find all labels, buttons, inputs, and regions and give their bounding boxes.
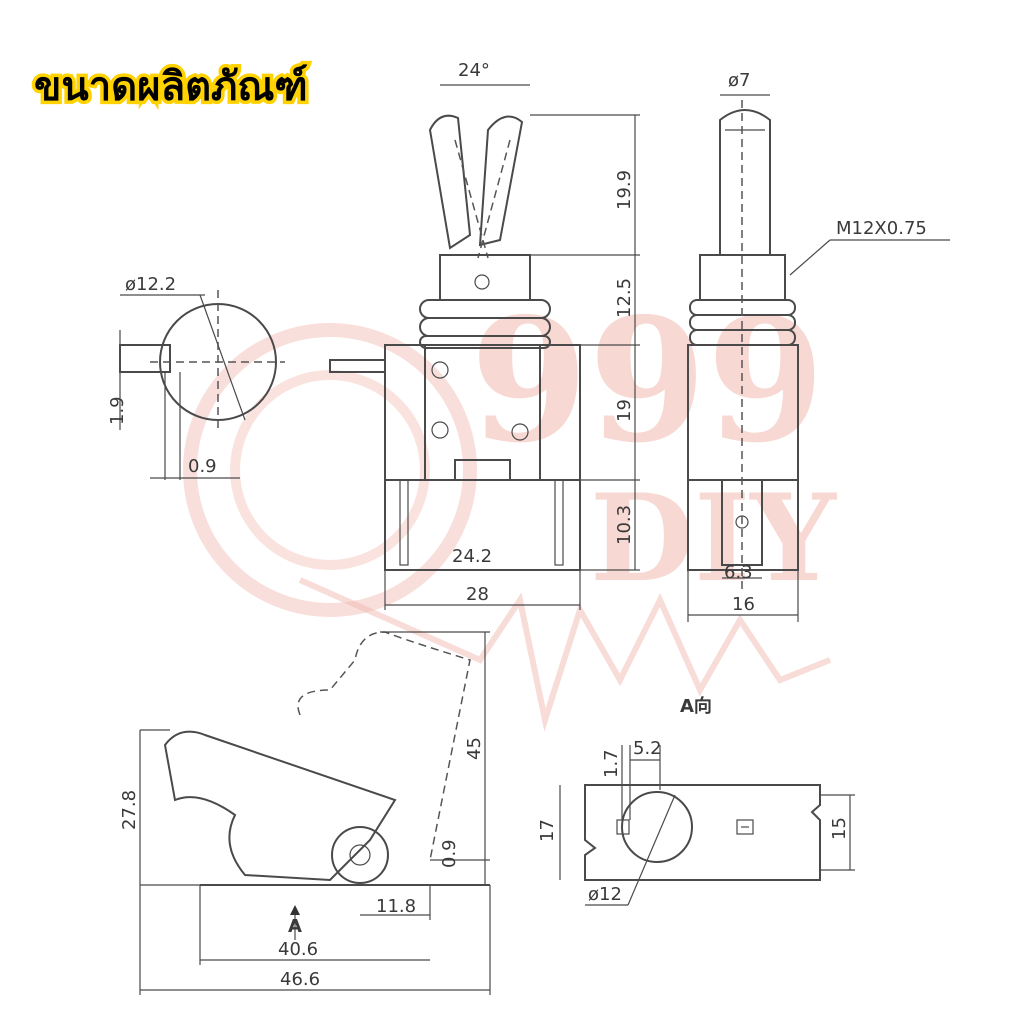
lever-right xyxy=(478,115,524,247)
dim-height-1-9: 1.9 xyxy=(107,396,128,425)
view-a: A向 1.7 5.2 17 15 ø12 xyxy=(537,695,855,906)
dim-width-28: 28 xyxy=(466,584,489,605)
dim-thread: M12X0.75 xyxy=(836,218,927,239)
dim-diameter-12-2: ø12.2 xyxy=(125,274,176,295)
dim-view-1-7: 1.7 xyxy=(601,749,622,778)
dim-terminal-height: 10.3 xyxy=(614,505,635,545)
dim-width-11-8: 11.8 xyxy=(376,896,416,917)
dim-diameter-7: ø7 xyxy=(728,70,750,91)
dim-lever-height: 19.9 xyxy=(614,170,635,210)
dim-width-0-9: 0.9 xyxy=(188,456,217,477)
dim-width-16: 16 xyxy=(732,594,755,615)
view-a-label: A向 xyxy=(680,695,712,717)
dim-width-40-6: 40.6 xyxy=(278,939,318,960)
page-title: ขนาดผลิตภัณฑ์ xyxy=(31,61,312,114)
safety-cover-view: 27.8 45 0.9 11.8 A 40.6 46.6 xyxy=(119,631,491,995)
dim-view-diameter-12: ø12 xyxy=(588,884,622,905)
dim-body-height: 19 xyxy=(614,399,635,422)
dim-angle: 24° xyxy=(458,60,490,81)
dim-view-5-2: 5.2 xyxy=(633,738,662,759)
dim-collar-height: 12.5 xyxy=(614,278,635,318)
arrow-a-label: A xyxy=(288,916,302,937)
dim-width-24-2: 24.2 xyxy=(452,546,492,567)
dim-view-15: 15 xyxy=(829,817,850,840)
dim-view-17: 17 xyxy=(537,819,558,842)
bulb-detail: ø12.2 1.9 0.9 xyxy=(107,274,285,480)
dim-width-6-3: 6.3 xyxy=(724,562,753,583)
dim-width-46-6: 46.6 xyxy=(280,969,320,990)
dim-height-0-9: 0.9 xyxy=(439,839,460,868)
side-view: ø7 M12X0.75 6.3 16 xyxy=(687,70,950,622)
front-view: 24° 19.9 12.5 19 10.3 24.2 28 xyxy=(329,60,640,610)
dim-height-45: 45 xyxy=(464,737,485,760)
lever-left xyxy=(428,114,472,250)
watermark-logo: 999 DIY xyxy=(183,281,837,732)
dim-height-27-8: 27.8 xyxy=(119,790,140,830)
watermark-number: 999 xyxy=(470,281,825,481)
watermark-text: DIY xyxy=(590,468,837,609)
